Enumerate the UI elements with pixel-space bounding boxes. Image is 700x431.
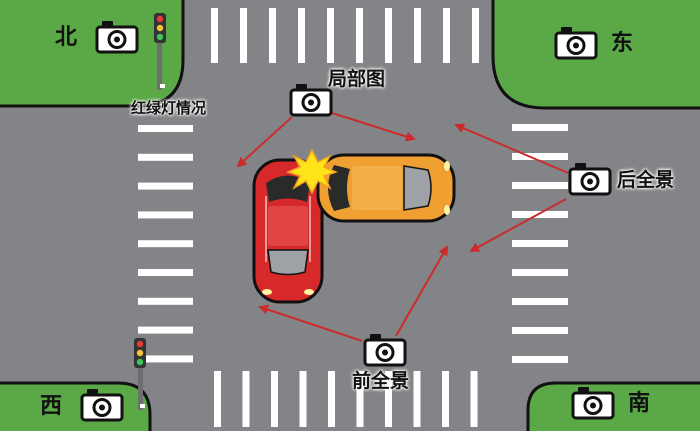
crosswalk-stripe — [138, 153, 193, 161]
crosswalk-stripe — [298, 8, 305, 63]
traffic-light-icon — [134, 338, 146, 410]
crosswalk-stripe — [512, 298, 568, 305]
shooting-direction-arrows — [236, 112, 569, 342]
crosswalk-east — [512, 124, 568, 363]
crosswalk-stripe — [512, 356, 568, 363]
arrow-partial-left — [236, 116, 293, 168]
camera-icon — [363, 332, 407, 367]
crosswalk-stripe — [385, 371, 392, 427]
crosswalk-stripe — [413, 371, 421, 427]
crosswalk-stripe — [328, 371, 335, 427]
crosswalk-stripe — [138, 355, 193, 363]
crosswalk-stripe — [512, 327, 568, 334]
crosswalk-stripe — [138, 211, 193, 219]
crosswalk-stripe — [356, 371, 364, 427]
partial-view-label: 局部图 — [328, 68, 386, 90]
crosswalk-south — [214, 371, 478, 427]
front-panorama-label: 前全景 — [352, 370, 410, 392]
rear-panorama-label: 后全景 — [617, 169, 675, 191]
arrow-front-right — [395, 245, 448, 337]
crosswalk-stripe — [271, 371, 278, 427]
crosswalk-stripe — [138, 326, 193, 334]
crosswalk-stripe — [138, 297, 193, 305]
crosswalk-stripe — [356, 8, 363, 63]
crosswalk-stripe — [211, 8, 218, 63]
crosswalk-stripe — [512, 211, 568, 218]
crosswalk-stripe — [327, 8, 334, 63]
crosswalk-stripe — [414, 8, 421, 63]
arrow-rear-lower — [469, 198, 567, 252]
grass-northwest — [0, 0, 185, 108]
arrow-rear-upper — [454, 123, 569, 174]
crosswalk-stripe — [443, 8, 450, 63]
orange-car — [316, 153, 456, 223]
crosswalk-west — [138, 125, 193, 363]
crosswalk-stripe — [242, 371, 250, 427]
east-label: 东 — [611, 31, 634, 56]
crosswalk-stripe — [512, 124, 568, 131]
crosswalk-stripe — [214, 371, 221, 427]
crosswalk-stripe — [472, 8, 479, 63]
crosswalk-stripe — [240, 8, 247, 63]
crosswalk-stripe — [512, 153, 568, 160]
camera-icon — [571, 385, 615, 420]
camera-icon — [568, 161, 612, 196]
crosswalk-stripe — [385, 8, 392, 63]
crosswalk-stripe — [138, 240, 193, 248]
crosswalk-stripe — [470, 371, 478, 427]
south-label: 南 — [628, 391, 651, 416]
arrow-front-left — [258, 304, 363, 342]
west-label: 西 — [40, 394, 63, 419]
crosswalk-stripe — [299, 371, 307, 427]
crosswalk-stripe — [138, 182, 193, 190]
north-label: 北 — [55, 25, 78, 50]
crosswalk-stripe — [512, 240, 568, 247]
crosswalk-stripe — [442, 371, 449, 427]
crosswalk-stripe — [512, 182, 568, 189]
crosswalk-stripe — [269, 8, 276, 63]
crosswalk-north — [211, 8, 479, 63]
crosswalk-stripe — [138, 125, 193, 132]
camera-icon — [289, 82, 333, 117]
camera-icon — [80, 387, 124, 422]
crosswalk-stripe — [512, 269, 568, 276]
traffic-light-status-label: 红绿灯情况 — [131, 99, 207, 117]
red-car — [252, 158, 324, 304]
collision-flash-icon — [285, 148, 339, 195]
grass-southwest — [0, 381, 152, 431]
camera-icon — [95, 19, 139, 54]
arrow-partial-right — [331, 112, 416, 142]
camera-icon — [554, 25, 598, 60]
crosswalk-stripe — [138, 269, 193, 276]
traffic-light-icon — [154, 13, 166, 90]
